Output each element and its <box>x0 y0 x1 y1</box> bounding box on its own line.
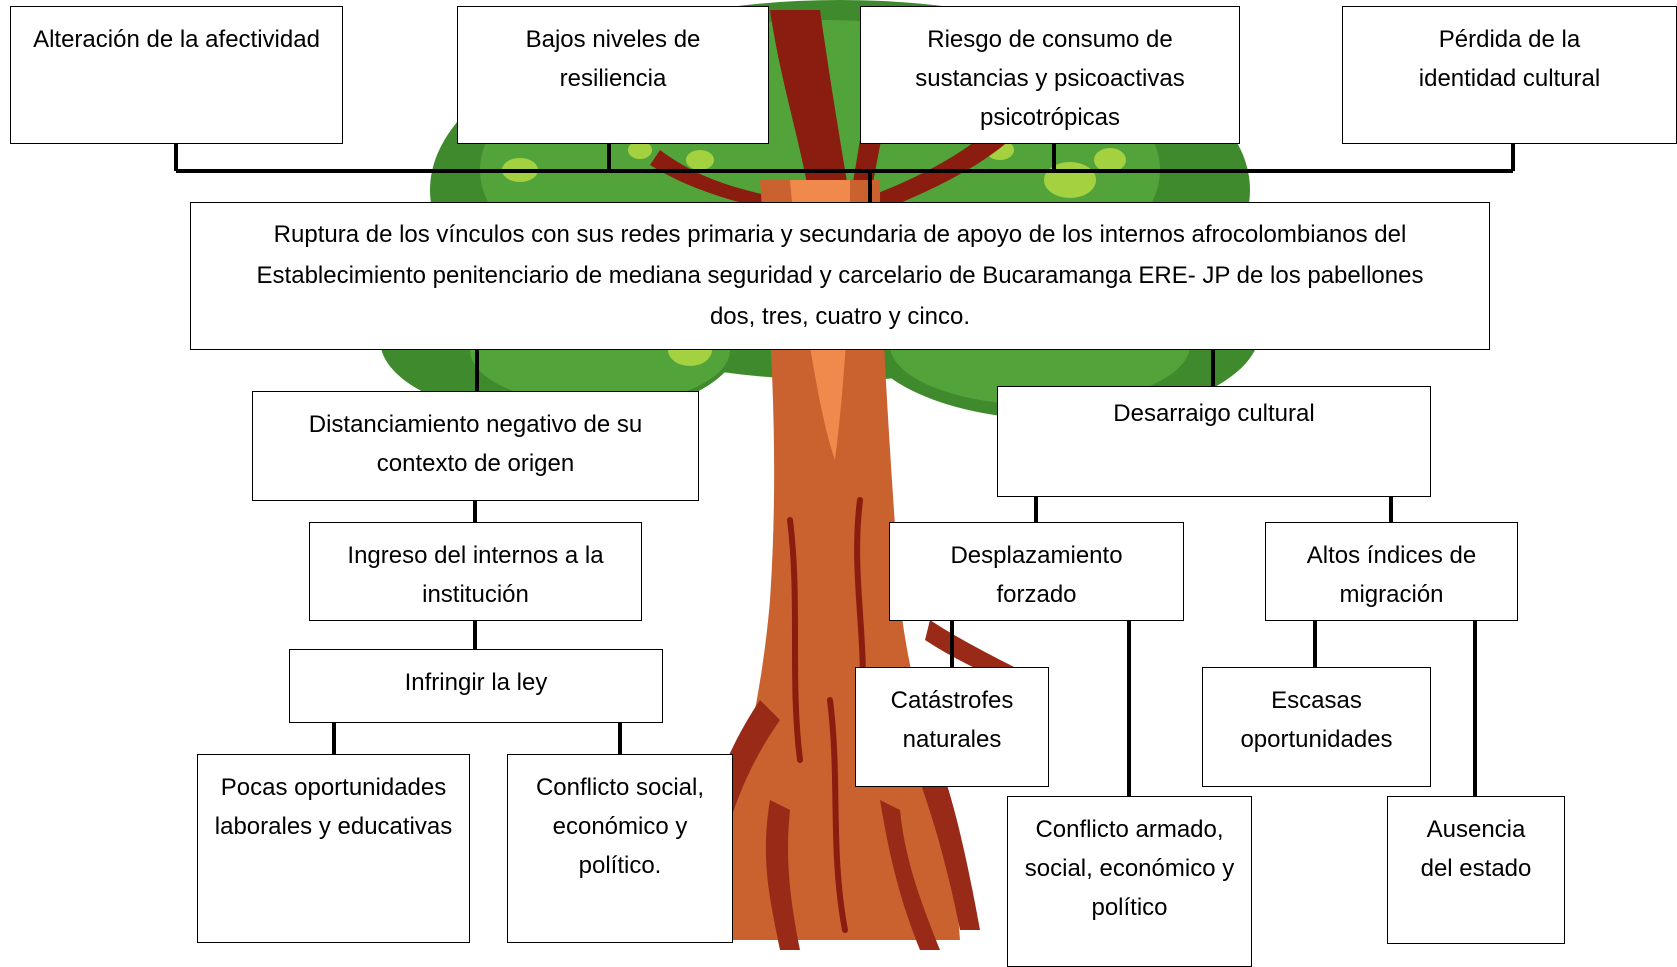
effect-box: Riesgo de consumo de sustancias y psicoa… <box>860 6 1240 144</box>
cause-box: Conflicto armado, social, económico y po… <box>1007 796 1252 967</box>
cause-box: Ausencia del estado <box>1387 796 1565 944</box>
bark-stroke <box>787 517 803 763</box>
cause-text: Desplazamiento forzado <box>950 542 1123 608</box>
effect-text: Riesgo de consumo de sustancias y psicoa… <box>915 26 1185 131</box>
cause-box: Desarraigo cultural <box>997 386 1431 497</box>
foliage-spot <box>628 141 652 159</box>
cause-text: Desarraigo cultural <box>1113 400 1315 427</box>
effect-box: Alteración de la afectividad <box>10 6 343 144</box>
cause-box: Altos índices de migración <box>1265 522 1518 621</box>
cause-box: Desplazamiento forzado <box>889 522 1184 621</box>
bark-stroke <box>827 697 848 933</box>
cause-box: Distanciamiento negativo de su contexto … <box>252 391 699 501</box>
central-problem-box: Ruptura de los vínculos con sus redes pr… <box>190 202 1490 350</box>
effect-box: Bajos niveles de resiliencia <box>457 6 769 144</box>
foliage-spot <box>1094 148 1126 172</box>
cause-text: Conflicto social, económico y político. <box>535 774 705 879</box>
cause-text: Ingreso del internos a la institución <box>347 542 604 608</box>
effect-text: Alteración de la afectividad <box>33 26 320 53</box>
cause-box: Catástrofes naturales <box>855 667 1049 787</box>
cause-text: Catástrofes naturales <box>890 687 1014 753</box>
cause-text: Distanciamiento negativo de su contexto … <box>308 411 643 477</box>
central-problem-text: Ruptura de los vínculos con sus redes pr… <box>256 221 1424 330</box>
cause-text: Pocas oportunidades laborales y educativ… <box>214 774 453 840</box>
tree-root <box>880 800 940 950</box>
cause-box: Escasas oportunidades <box>1202 667 1431 787</box>
effect-box: Pérdida de la identidad cultural <box>1342 6 1677 144</box>
effect-text: Bajos niveles de resiliencia <box>525 26 701 92</box>
cause-text: Ausencia del estado <box>1420 816 1532 882</box>
cause-box: Conflicto social, económico y político. <box>507 754 733 943</box>
cause-box: Pocas oportunidades laborales y educativ… <box>197 754 470 943</box>
cause-text: Escasas oportunidades <box>1240 687 1393 753</box>
cause-text: Altos índices de migración <box>1306 542 1477 608</box>
tree-branch <box>770 10 850 200</box>
tree-root <box>765 800 800 950</box>
cause-text: Infringir la ley <box>404 669 548 696</box>
effect-text: Pérdida de la identidad cultural <box>1418 26 1601 92</box>
cause-box: Ingreso del internos a la institución <box>309 522 642 621</box>
cause-text: Conflicto armado, social, económico y po… <box>1024 816 1235 921</box>
cause-box: Infringir la ley <box>289 649 663 723</box>
foliage-spot <box>686 150 714 170</box>
